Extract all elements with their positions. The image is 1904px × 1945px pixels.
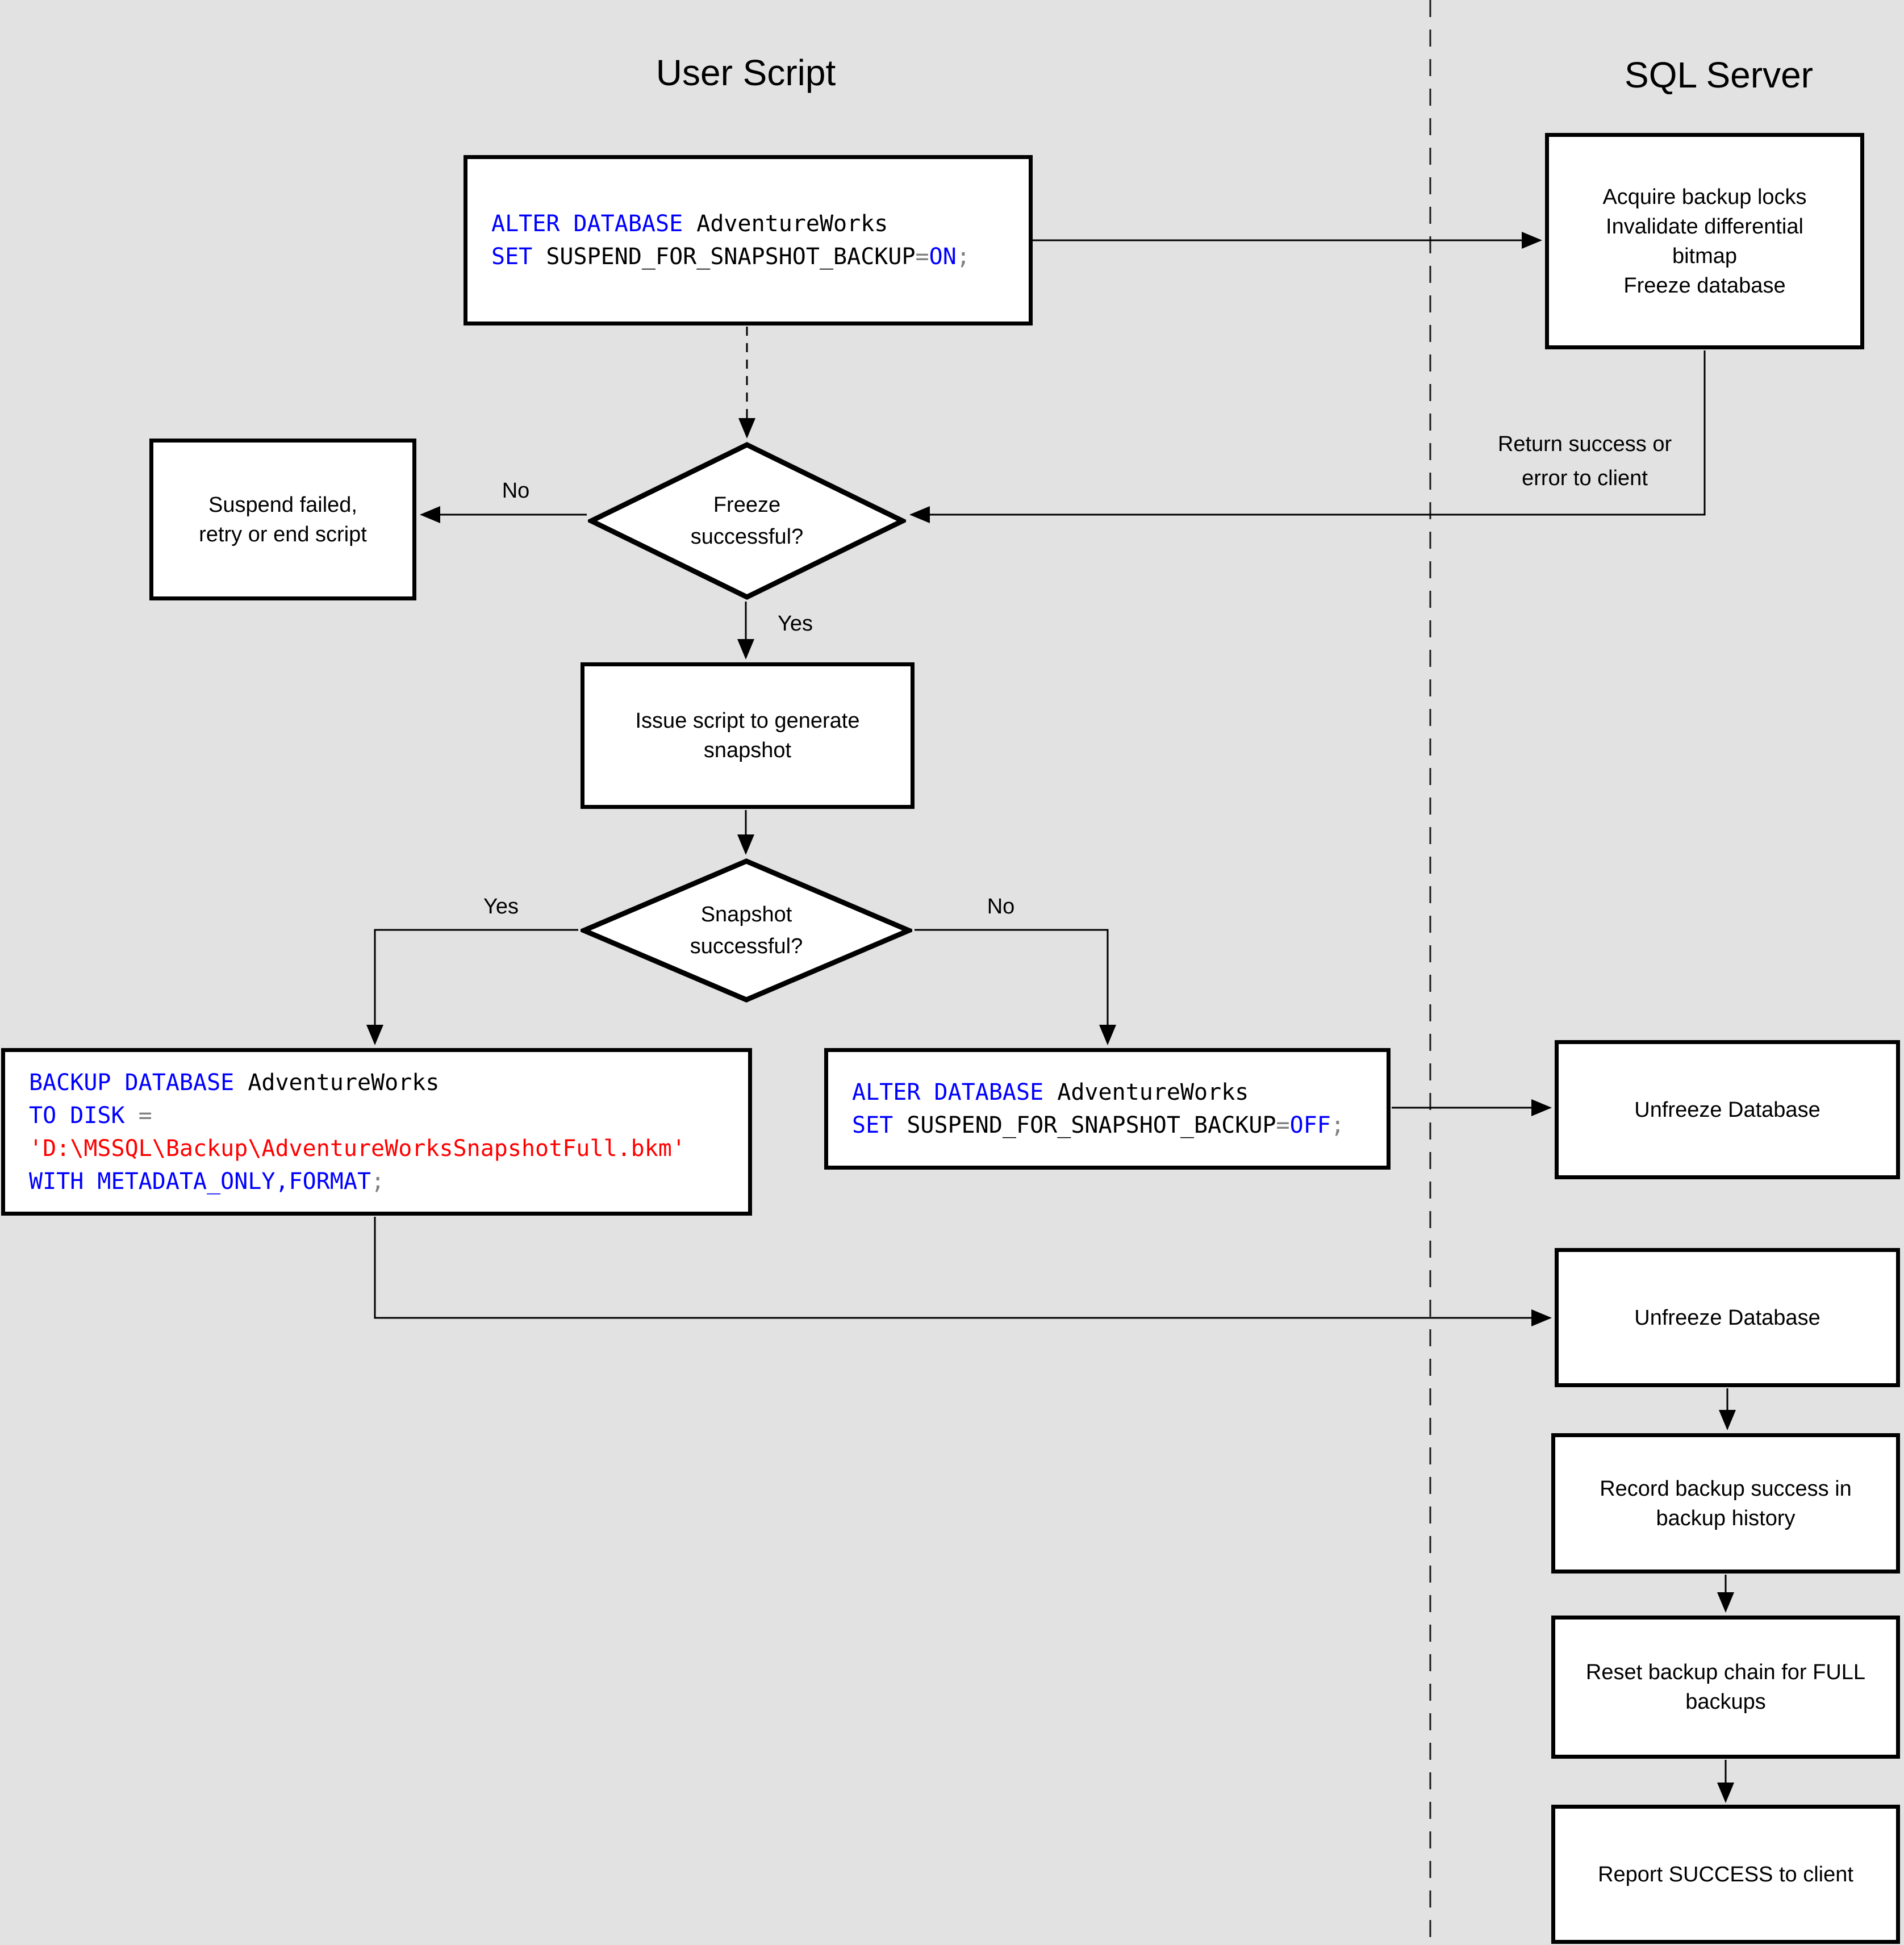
- node-text: Reset backup chain for FULL backups: [1585, 1660, 1866, 1714]
- sql-punctuation: ;: [371, 1168, 385, 1195]
- sql-punctuation: ;: [1330, 1112, 1345, 1138]
- code-line: SET SUSPEND_FOR_SNAPSHOT_BACKUP=ON;: [491, 240, 970, 273]
- lane-title-sql-server: SQL Server: [1625, 55, 1813, 95]
- code-line: SET SUSPEND_FOR_SNAPSHOT_BACKUP=OFF;: [852, 1109, 1345, 1142]
- code-line: TO DISK =: [29, 1099, 152, 1132]
- sql-operator: =: [138, 1102, 152, 1129]
- node-text: Acquire backup locks Invalidate differen…: [1602, 185, 1807, 298]
- sql-keyword: TO DISK: [29, 1102, 139, 1129]
- sql-string-literal: 'D:\MSSQL\Backup\AdventureWorksSnapshotF…: [29, 1135, 686, 1162]
- sql-keyword: ALTER DATABASE: [852, 1079, 1058, 1105]
- freeze-successful-decision: Freeze successful?: [588, 441, 906, 600]
- node-text: Suspend failed, retry or end script: [199, 492, 367, 546]
- reset-backup-chain-box: Reset backup chain for FULL backups: [1551, 1616, 1900, 1759]
- snapshot-no-label: No: [987, 895, 1015, 919]
- sql-operator: =: [915, 244, 929, 270]
- alter-on-code-box: ALTER DATABASE AdventureWorks SET SUSPEN…: [464, 155, 1033, 325]
- return-success-or-error-label: Return success or error to client: [1497, 432, 1672, 490]
- arrow-backup-to-unfreeze2: [374, 1217, 1552, 1326]
- sql-identifier: AdventureWorks: [696, 211, 888, 237]
- backup-database-code-box: BACKUP DATABASE AdventureWorks TO DISK =…: [1, 1048, 752, 1216]
- sql-identifier: SUSPEND_FOR_SNAPSHOT_BACKUP: [907, 1112, 1276, 1138]
- code-line: ALTER DATABASE AdventureWorks: [852, 1076, 1249, 1109]
- sql-keyword: ALTER DATABASE: [491, 211, 697, 237]
- unfreeze-database-box-1: Unfreeze Database: [1555, 1040, 1900, 1179]
- acquire-backup-locks-box: Acquire backup locks Invalidate differen…: [1545, 133, 1864, 349]
- sql-keyword: SET: [491, 244, 546, 270]
- lane-title-user-script: User Script: [655, 52, 836, 93]
- node-text: Unfreeze Database: [1634, 1305, 1821, 1330]
- sql-identifier: AdventureWorks: [248, 1069, 440, 1096]
- code-line: WITH METADATA_ONLY,FORMAT;: [29, 1165, 385, 1198]
- snapshot-successful-decision: Snapshot successful?: [581, 858, 912, 1003]
- issue-script-box: Issue script to generate snapshot: [581, 662, 915, 809]
- diamond-shape: [588, 441, 906, 600]
- sql-keyword: OFF: [1289, 1112, 1331, 1138]
- node-text: Issue script to generate snapshot: [635, 709, 860, 762]
- sql-identifier: AdventureWorks: [1057, 1079, 1249, 1105]
- arrow-acquire-to-freeze-decision: [909, 350, 1706, 523]
- snapshot-yes-label: Yes: [483, 895, 519, 919]
- sql-keyword: WITH METADATA_ONLY,FORMAT: [29, 1168, 371, 1195]
- node-text: Report SUCCESS to client: [1598, 1862, 1853, 1886]
- sql-punctuation: ;: [956, 244, 970, 270]
- record-backup-success-box: Record backup success in backup history: [1551, 1433, 1900, 1573]
- alter-off-code-box: ALTER DATABASE AdventureWorks SET SUSPEN…: [824, 1048, 1391, 1170]
- unfreeze-database-box-2: Unfreeze Database: [1555, 1248, 1900, 1387]
- sql-keyword: SET: [852, 1112, 907, 1138]
- decision-text: Freeze successful?: [690, 493, 804, 549]
- node-text: Unfreeze Database: [1634, 1097, 1821, 1122]
- freeze-yes-label: Yes: [778, 612, 813, 636]
- arrow-snapshot-no-to-alteroff: [915, 929, 1116, 1045]
- diamond-shape: [581, 858, 912, 1003]
- decision-text: Snapshot successful?: [690, 903, 803, 958]
- code-line: 'D:\MSSQL\Backup\AdventureWorksSnapshotF…: [29, 1132, 686, 1165]
- sql-identifier: SUSPEND_FOR_SNAPSHOT_BACKUP: [546, 244, 916, 270]
- sql-keyword: BACKUP DATABASE: [29, 1069, 248, 1096]
- arrow-snapshot-yes-to-backup: [366, 929, 578, 1045]
- code-line: ALTER DATABASE AdventureWorks: [491, 207, 888, 240]
- sql-operator: =: [1276, 1112, 1290, 1138]
- sql-keyword: ON: [929, 244, 957, 270]
- code-line: BACKUP DATABASE AdventureWorks: [29, 1066, 439, 1099]
- node-text: Record backup success in backup history: [1600, 1476, 1852, 1530]
- freeze-no-label: No: [502, 479, 530, 503]
- report-success-box: Report SUCCESS to client: [1551, 1805, 1900, 1944]
- suspend-failed-box: Suspend failed, retry or end script: [149, 439, 416, 600]
